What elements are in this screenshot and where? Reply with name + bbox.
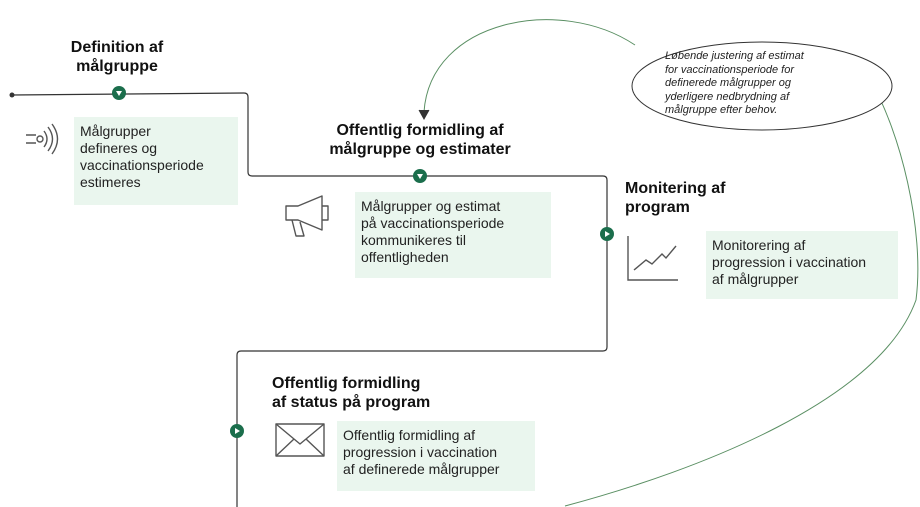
step-3-heading: Monitering af program	[625, 180, 726, 216]
feedback-note-ellipse	[631, 41, 893, 131]
step-1-description: Målgrupper defineres og vaccinationsperi…	[74, 117, 238, 205]
step-1-heading: Definition af målgruppe	[70, 39, 164, 75]
feedback-loop-arrow	[423, 19, 919, 507]
feedback-arrowhead	[418, 109, 430, 121]
step-3-description: Monitorering af progression i vaccinatio…	[706, 231, 898, 299]
feedback-note: Løbende justering af estimat for vaccina…	[665, 50, 804, 116]
step-4-description: Offentlig formidling af progression i va…	[337, 421, 535, 491]
step-2-marker	[413, 169, 427, 183]
step-1-marker	[112, 86, 126, 100]
line-chart-icon	[627, 236, 678, 281]
timeline-start-dot	[9, 92, 15, 98]
timeline-path	[11, 92, 608, 507]
step-4-marker	[230, 424, 244, 438]
envelope-icon	[275, 423, 325, 457]
step-2-description: Målgrupper og estimat på vaccinationsper…	[355, 192, 551, 278]
step-2-heading: Offentlig formidling af målgruppe og est…	[329, 122, 511, 158]
step-4-heading: Offentlig formidling af status på progra…	[272, 375, 431, 411]
signal-waves-icon	[26, 123, 59, 155]
step-3-marker	[600, 227, 614, 241]
megaphone-icon	[285, 195, 329, 237]
